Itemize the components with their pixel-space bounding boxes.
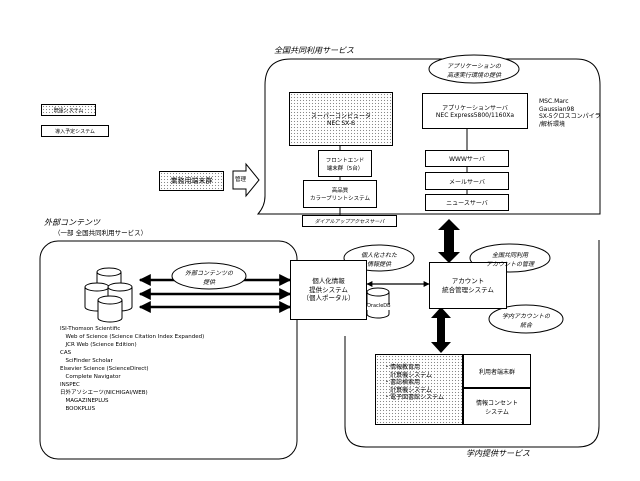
callout-personalized-text: 個人化された 情報提供 [345,250,413,268]
callout-campus-line2: 統合 [519,322,532,329]
app-software-item: /解析環境 [539,120,566,128]
frontend-detail: 端末群（5台） [326,165,364,172]
dialup-box: ダイアルアップアクセスサーバ [302,215,397,227]
external-content-item: 日外アソシエーツ(NICHIGAI/WEB) [60,389,148,396]
external-contents-list: ISI-Thomson Scientific Web of Science (S… [60,326,204,414]
oracle-db-cylinder-icon [366,287,390,319]
mail-server-box: メールサーバ [425,172,509,190]
callout-national-line2: アカウントの管理 [485,261,534,268]
callout-campus-line1: 学内アカウントの [501,313,550,320]
callout-external-line1: 外部コンテンツの [184,270,233,277]
business-terminals-box: 業務用端末群 [159,171,224,191]
supercomputer-model: NEC SX-6 [327,120,355,127]
frontend-name: フロントエンド [325,157,365,164]
news-server-box: ニュースサーバ [425,194,509,211]
printer-line2: カラープリントシステム [309,196,370,202]
management-block-arrow [232,162,260,198]
callout-app-env-text: アプリケーションの 高速実行環境の提供 [430,61,518,79]
app-software-list: MSC.Marc Gaussian98 SX-5クロスコンパイラ /解析環境 [539,98,601,128]
portal-line3: （個人ポータル） [302,294,355,303]
legend-planned-label: 導入予定システム [55,128,95,135]
info-consent-line1: 情報コンセント [475,399,518,407]
vertical-double-arrow-bottom [431,307,451,353]
supercomputer-box: スーパーコンピュータ NEC SX-6 [289,92,393,146]
callout-campus-account-text: 学内アカウントの 統合 [490,311,562,329]
campus-system-item: ・電子図書館システム [384,394,444,401]
user-terminals-label: 利用者端末群 [478,368,515,376]
account-line1: アカウント [451,277,485,286]
external-region-title: 外部コンテンツ [44,218,100,227]
news-server-label: ニュースサーバ [446,200,488,207]
info-consent-box: 情報コンセント システム [463,388,531,425]
external-content-item: ISI-Thomson Scientific [60,326,121,332]
external-region-subtitle: （一部 全国共同利用サービス） [54,229,148,237]
callout-national-account-text: 全国共同利用 アカウントの管理 [471,250,549,268]
external-content-item: BOOKPLUS [60,405,96,412]
callout-app-env-line2: 高速実行環境の提供 [446,72,501,79]
national-service-frame [256,58,601,215]
callout-external-provide [171,262,247,290]
business-terminals-label: 業務用端末群 [170,177,213,185]
external-contents-frame [39,240,298,460]
callout-national-line1: 全国共同利用 [491,252,528,259]
national-region-title: 全国共同利用サービス [274,46,354,55]
campus-system-item: 計算機システム [384,371,432,379]
info-consent-line2: システム [485,408,509,416]
vertical-double-arrow-top [438,219,460,263]
external-content-item: Web of Science (Science Citation Index E… [60,333,205,340]
portal-line2: 提供システム [309,285,348,294]
mail-server-label: メールサーバ [449,178,485,186]
legend-existing: 既設システム [41,104,96,116]
portal-line1: 個人化情報 [312,276,345,285]
external-content-item: JCR Web (Science Edition) [60,341,137,348]
legend-existing-label: 既設システム [53,107,84,114]
printer-box: 高品質 カラープリントシステム [303,180,377,208]
appserver-model: NEC Express5800/1160Xa [435,112,515,119]
app-software-item: SX-5クロスコンパイラ [539,113,601,120]
campus-systems-list: ・情報教育用 計算機システム ・書誌検索用 計算機システム ・電子図書館システム [384,364,444,402]
frontend-box: フロントエンド 端末群（5台） [318,150,372,177]
user-terminals-box: 利用者端末群 [463,354,531,388]
external-content-item: INSPEC [60,381,80,388]
legend-planned: 導入予定システム [41,125,109,137]
database-cylinder-icon [97,295,123,323]
app-software-item: MSC.Marc [539,98,569,105]
account-box: アカウント 統合管理システム [429,262,507,309]
campus-system-item: ・情報教育用 [384,364,421,371]
external-content-item: SciFinder Scholar [60,357,113,364]
campus-system-item: ・書誌検索用 [384,379,421,386]
management-label: 管理 [235,177,247,183]
dialup-label: ダイアルアップアクセスサーバ [314,218,385,225]
external-content-item: Complete Navigator [60,373,121,380]
campus-service-frame [344,240,600,448]
callout-campus-account [488,304,564,334]
printer-line1: 高品質 [331,188,349,194]
supercomputer-name: スーパーコンピュータ [311,113,371,120]
campus-region-title: 学内提供サービス [466,449,530,458]
callout-personalized-line1: 個人化された [360,252,397,259]
callout-external-line2: 提供 [202,279,215,286]
external-content-item: CAS [60,349,72,356]
callout-app-env [428,54,520,84]
portal-box: 個人化情報 提供システム （個人ポータル） [290,260,367,320]
external-content-item: Elsevier Science (ScienceDirect) [60,365,149,372]
account-line2: 統合管理システム [442,285,494,294]
external-content-item: MAGAZINEPLUS [60,397,109,404]
callout-external-provide-text: 外部コンテンツの 提供 [173,268,245,286]
oracle-db-label: OracleDB [367,303,391,310]
appserver-name: アプリケーションサーバ [442,105,508,112]
www-server-box: WWWサーバ [425,150,509,167]
app-software-item: Gaussian98 [539,105,575,113]
callout-app-env-line1: アプリケーションの [447,63,501,70]
appserver-box: アプリケーションサーバ NEC Express5800/1160Xa [422,93,528,129]
www-server-label: WWWサーバ [449,156,485,163]
callout-personalized-line2: 情報提供 [366,261,391,268]
campus-systems-box: ・情報教育用 計算機システム ・書誌検索用 計算機システム ・電子図書館システム [375,354,463,425]
campus-system-item: 計算機システム [384,386,432,394]
